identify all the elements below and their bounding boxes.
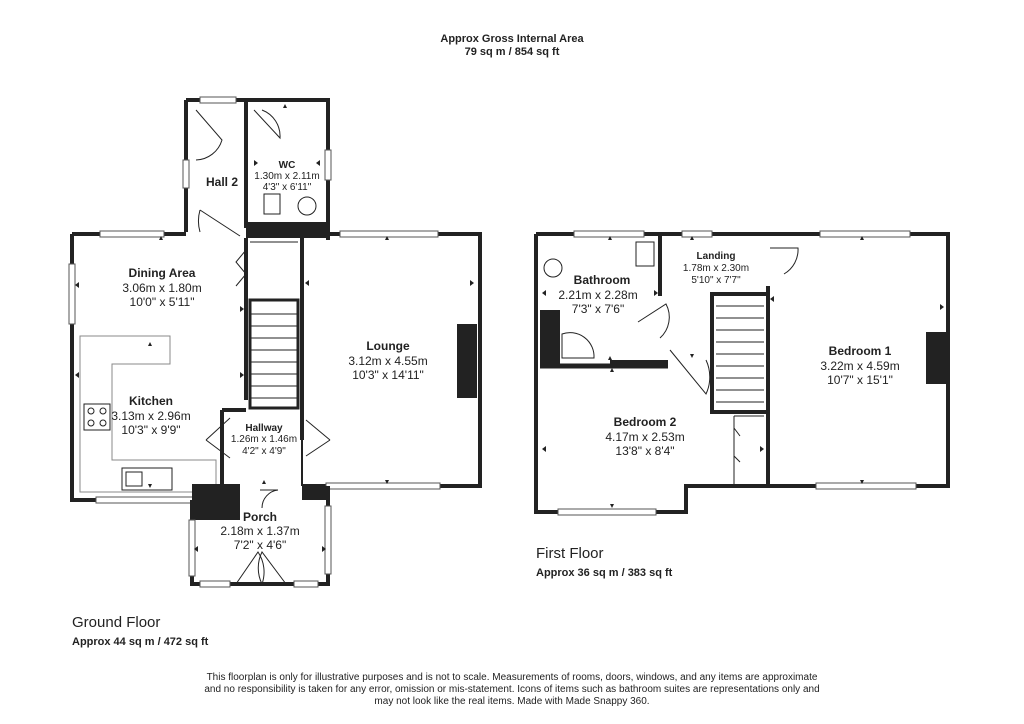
area-heading: Approx Gross Internal Area (440, 33, 584, 45)
wc-name: WC (279, 160, 296, 171)
kitchen-imperial: 10'3" x 9'9" (121, 423, 180, 437)
porch-imperial: 7'2" x 4'6" (234, 538, 286, 552)
hallway-name: Hallway (245, 423, 283, 434)
dining-name: Dining Area (129, 266, 196, 280)
hallway-imperial: 4'2" x 4'9" (242, 446, 286, 457)
first-floor-area: Approx 36 sq m / 383 sq ft (536, 567, 673, 579)
bedroom1-imperial: 10'7" x 15'1" (827, 373, 893, 387)
dining-imperial: 10'0" x 5'11" (130, 295, 195, 309)
landing-imperial: 5'10" x 7'7" (691, 275, 741, 286)
bathroom-imperial: 7'3" x 7'6" (572, 302, 624, 316)
lounge-metric: 3.12m x 4.55m (348, 354, 427, 368)
ground-floor-area: Approx 44 sq m / 472 sq ft (72, 636, 209, 648)
bedroom1-name: Bedroom 1 (829, 344, 892, 358)
bathroom-metric: 2.21m x 2.28m (558, 288, 637, 302)
disclaimer-line-3: may not look like the real items. Made w… (374, 696, 650, 707)
kitchen-name: Kitchen (129, 394, 173, 408)
wc-metric: 1.30m x 2.11m (254, 171, 319, 182)
bedroom2-name: Bedroom 2 (614, 415, 677, 429)
ground-floor-title: Ground Floor (72, 614, 161, 631)
disclaimer-line-1: This floorplan is only for illustrative … (206, 672, 818, 683)
area-total: 79 sq m / 854 sq ft (464, 46, 560, 58)
dining-metric: 3.06m x 1.80m (122, 281, 201, 295)
lounge-name: Lounge (366, 339, 410, 353)
first-floor-plan (534, 230, 950, 516)
ground-floor-arrows (75, 104, 474, 552)
ground-floor-plan (68, 96, 482, 588)
hall2-name: Hall 2 (206, 175, 238, 189)
lounge-imperial: 10'3" x 14'11" (352, 368, 424, 382)
bedroom2-imperial: 13'8" x 8'4" (615, 444, 674, 458)
hallway-metric: 1.26m x 1.46m (231, 434, 297, 445)
disclaimer-line-2: and no responsibility is taken for any e… (204, 684, 820, 695)
first-floor-arrows (542, 236, 944, 508)
bathroom-name: Bathroom (574, 273, 631, 287)
disclaimer: This floorplan is only for illustrative … (180, 672, 844, 708)
landing-metric: 1.78m x 2.30m (683, 263, 749, 274)
porch-metric: 2.18m x 1.37m (220, 524, 299, 538)
bedroom2-metric: 4.17m x 2.53m (605, 430, 684, 444)
kitchen-metric: 3.13m x 2.96m (111, 409, 190, 423)
porch-name: Porch (243, 510, 277, 524)
first-floor-title: First Floor (536, 545, 604, 562)
landing-name: Landing (697, 251, 736, 262)
bedroom1-metric: 3.22m x 4.59m (820, 359, 899, 373)
wc-imperial: 4'3" x 6'11" (263, 182, 312, 193)
